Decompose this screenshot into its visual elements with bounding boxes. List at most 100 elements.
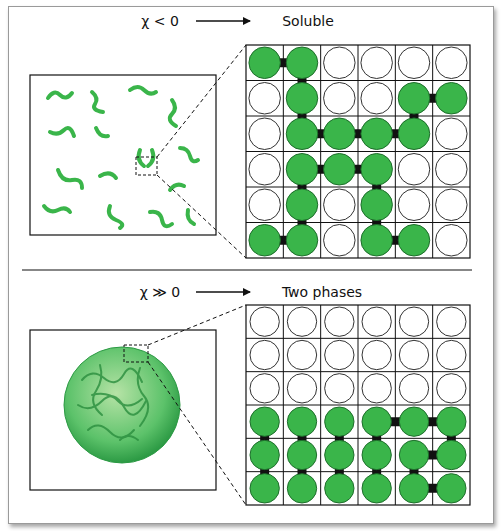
polymer-segment: [287, 440, 316, 469]
polymer-segment: [437, 407, 466, 436]
polymer-segment: [361, 154, 393, 186]
zoom-line: [148, 362, 246, 505]
solvent-molecule: [437, 340, 466, 369]
solvent-molecule: [249, 83, 281, 115]
polymer-segment: [249, 225, 281, 257]
lattice: [246, 305, 470, 505]
solvent-molecule: [436, 189, 468, 221]
solvent-molecule: [287, 374, 316, 403]
zoom-line: [157, 45, 246, 157]
polymer-chains: [44, 87, 198, 228]
zoom-line: [157, 175, 246, 258]
phase-label: Two phases: [282, 284, 362, 301]
solvent-molecule: [324, 225, 356, 257]
polymer-segment: [325, 407, 354, 436]
lattice-line: [432, 305, 433, 505]
solvent-molecule: [324, 83, 356, 115]
polymer-segment: [398, 83, 430, 115]
solvent-molecule: [250, 307, 279, 336]
solution-box: [30, 330, 216, 490]
solvent-molecule: [249, 118, 281, 150]
polymer-segment: [249, 47, 281, 79]
lattice-border: [246, 305, 470, 505]
lattice-line: [246, 405, 470, 406]
arrow: [196, 291, 250, 293]
lattice-line: [395, 45, 396, 258]
polymer-segment: [398, 225, 430, 257]
condensed-chains: [78, 365, 148, 440]
polymer-segment: [361, 189, 393, 221]
solvent-molecule: [361, 83, 393, 115]
polymer-segment: [324, 154, 356, 186]
solvent-molecule: [249, 189, 281, 221]
lattice-line: [395, 305, 396, 505]
polymer-segment: [399, 474, 428, 503]
divider: [22, 269, 472, 270]
solvent-molecule: [287, 307, 316, 336]
solvent-molecule: [436, 47, 468, 79]
polymer-segment: [286, 118, 318, 150]
polymer-segment: [250, 407, 279, 436]
lattice-line: [246, 222, 470, 223]
solvent-molecule: [436, 154, 468, 186]
polymer-segment: [250, 474, 279, 503]
solvent-molecule: [398, 47, 430, 79]
polymer-segment: [399, 440, 428, 469]
phase-label: χ ≫ 0: [140, 284, 181, 301]
dense-phase-droplet: [64, 347, 180, 463]
polymer-segment: [324, 118, 356, 150]
solvent-molecule: [399, 340, 428, 369]
polymer-segment: [286, 47, 318, 79]
polymer-segment: [325, 474, 354, 503]
zoom-region: [136, 157, 157, 175]
polymer-segment: [362, 407, 391, 436]
solution-box: [30, 75, 216, 235]
solvent-molecule: [362, 307, 391, 336]
solvent-molecule: [437, 374, 466, 403]
polymer-segment: [361, 225, 393, 257]
zoom-line: [148, 305, 246, 345]
lattice-line: [246, 151, 470, 152]
polymer-segment: [286, 225, 318, 257]
phase-label: χ < 0: [141, 13, 179, 30]
solvent-molecule: [362, 340, 391, 369]
phase-label: Soluble: [282, 13, 334, 30]
solvent-molecule: [287, 340, 316, 369]
arrow: [196, 20, 250, 22]
solvent-molecule: [325, 374, 354, 403]
polymer-segment: [362, 474, 391, 503]
solvent-molecule: [249, 154, 281, 186]
polymer-segment: [361, 118, 393, 150]
polymer-segment: [287, 474, 316, 503]
solvent-molecule: [398, 189, 430, 221]
solvent-molecule: [325, 307, 354, 336]
lattice-line: [246, 187, 470, 188]
solvent-molecule: [324, 47, 356, 79]
polymer-segment: [399, 407, 428, 436]
solvent-molecule: [362, 374, 391, 403]
polymer-segment: [437, 440, 466, 469]
solvent-molecule: [324, 189, 356, 221]
polymer-segment: [398, 118, 430, 150]
zoom-region: [124, 345, 148, 362]
solvent-molecule: [437, 307, 466, 336]
solvent-molecule: [250, 374, 279, 403]
lattice-line: [432, 45, 433, 258]
polymer-segment: [286, 189, 318, 221]
polymer-segment: [286, 154, 318, 186]
solvent-molecule: [361, 47, 393, 79]
polymer-segment: [325, 440, 354, 469]
lattice: [246, 45, 470, 258]
solvent-molecule: [436, 225, 468, 257]
polymer-segment: [362, 440, 391, 469]
solvent-molecule: [399, 307, 428, 336]
lattice-line: [246, 471, 470, 472]
lattice-line: [246, 438, 470, 439]
polymer-segment: [286, 83, 318, 115]
polymer-segment: [250, 440, 279, 469]
solvent-molecule: [325, 340, 354, 369]
polymer-segment: [287, 407, 316, 436]
solvent-molecule: [399, 374, 428, 403]
solvent-molecule: [398, 154, 430, 186]
